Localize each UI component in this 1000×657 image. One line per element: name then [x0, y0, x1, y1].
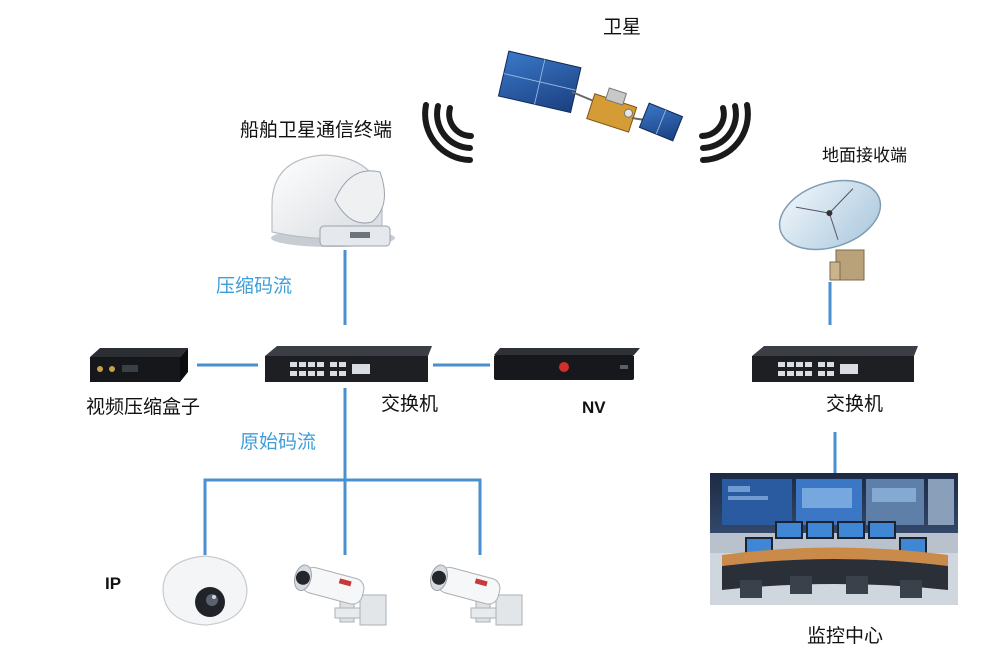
switch-right-label: 交换机: [826, 393, 884, 415]
nvr-icon: [494, 348, 640, 380]
ship-terminal-dome-icon: [271, 154, 395, 247]
ip-dome-camera-icon: [162, 555, 248, 626]
bullet-camera-1-icon: [294, 564, 387, 626]
link-cameras-bus: [203, 478, 482, 555]
monitor-center-label: 监控中心: [807, 625, 884, 647]
switch-left-icon: [265, 346, 432, 382]
video-box-label: 视频压缩盒子: [86, 396, 201, 418]
video-compression-box-icon: [90, 348, 188, 382]
compressed-stream-label: 压缩码流: [216, 275, 293, 297]
ship-terminal-label: 船舶卫星通信终端: [240, 119, 393, 141]
monitoring-center-image: [710, 473, 958, 605]
raw-stream-label: 原始码流: [240, 431, 317, 453]
ip-label: IP: [105, 574, 122, 593]
switch-left-label: 交换机: [381, 393, 439, 415]
signal-wave-left-icon: [422, 102, 474, 163]
ground-receiver-dish-icon: [778, 179, 882, 281]
switch-right-icon: [752, 346, 918, 382]
ground-receiver-label: 地面接收端: [822, 146, 907, 166]
satellite-icon: [497, 50, 684, 142]
nvr-label: NV: [582, 398, 606, 417]
satellite-label: 卫星: [603, 16, 642, 38]
connection-lines: [197, 250, 837, 555]
signal-wave-right-icon: [699, 102, 751, 163]
bullet-camera-2-icon: [430, 564, 523, 626]
